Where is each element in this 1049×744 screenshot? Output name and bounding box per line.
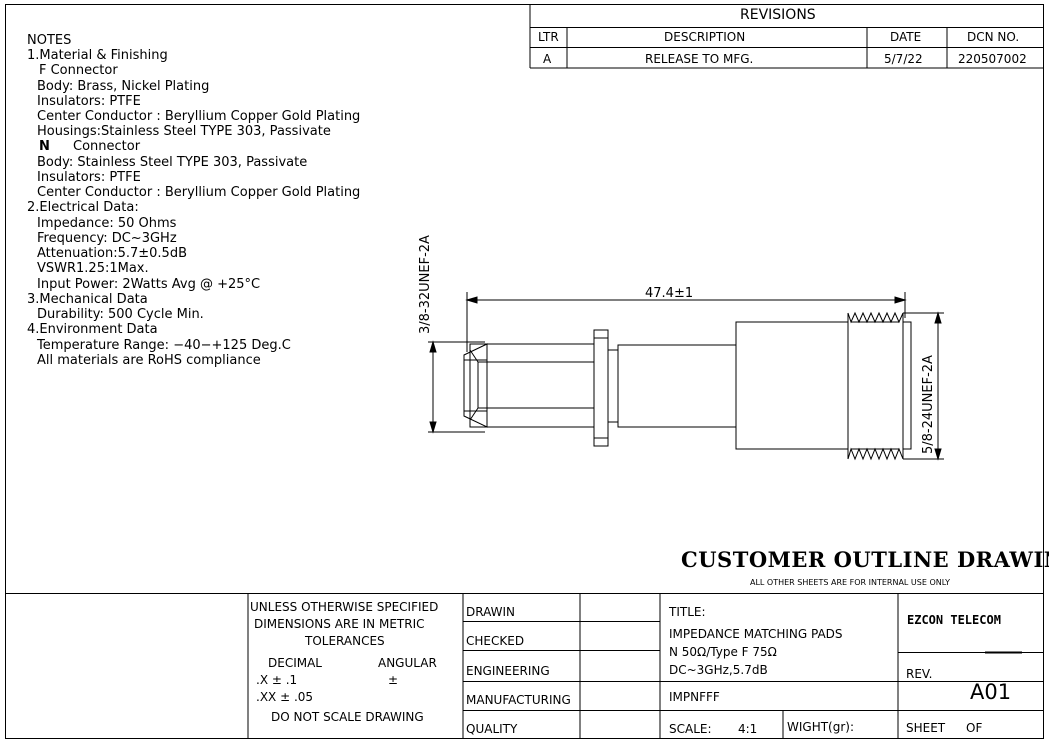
- title-line: IMPEDANCE MATCHING PADS: [669, 627, 843, 641]
- rev-row-dcn: 220507002: [958, 52, 1027, 66]
- note-line: VSWR1.25:1Max.: [37, 261, 149, 276]
- note-line: 4.Environment Data: [27, 322, 158, 337]
- weight-label: WIGHT(gr):: [787, 720, 855, 734]
- rev-row-date: 5/7/22: [884, 52, 923, 66]
- revisions-title: REVISIONS: [740, 7, 816, 23]
- rev-header-date: DATE: [890, 30, 922, 44]
- rev-header-dcn: DCN NO.: [967, 30, 1020, 44]
- role-checked: CHECKED: [466, 634, 525, 648]
- note-line: Insulators: PTFE: [37, 94, 141, 109]
- note-line: Input Power: 2Watts Avg @ +25°C: [37, 277, 261, 292]
- rev-header-description: DESCRIPTION: [664, 30, 746, 44]
- company-name: EZCON TELECOM: [907, 613, 1001, 627]
- scale-label: SCALE:: [669, 722, 712, 736]
- unless-line: DIMENSIONS ARE IN METRIC: [254, 617, 425, 631]
- unless-line: TOLERANCES: [305, 634, 385, 648]
- rev-header-ltr: LTR: [538, 30, 559, 44]
- role-drawin: DRAWIN: [466, 605, 516, 619]
- note-n-letter: N: [39, 139, 50, 154]
- unless-line: UNLESS OTHERWISE SPECIFIED: [250, 600, 439, 614]
- note-line: Impedance: 50 Ohms: [37, 216, 177, 231]
- thread-lines: [847, 311, 904, 461]
- angular-tolerance: ±: [388, 673, 399, 687]
- note-line: Center Conductor : Beryllium Copper Gold…: [37, 109, 361, 124]
- note-line: Temperature Range: −40−+125 Deg.C: [37, 338, 291, 353]
- role-engineering: ENGINEERING: [466, 664, 550, 678]
- note-line: Insulators: PTFE: [37, 170, 141, 185]
- xx-tolerance: .XX ± .05: [256, 690, 314, 704]
- title-label: TITLE:: [669, 605, 706, 619]
- dimension-lines: [428, 292, 944, 461]
- dimension-length-label: 47.4±1: [645, 286, 694, 301]
- rev-row-description: RELEASE TO MFG.: [645, 52, 754, 66]
- part-number: IMPNFFF: [669, 690, 720, 704]
- sheet-label: SHEET: [906, 721, 946, 735]
- angular-label: ANGULAR: [378, 656, 437, 670]
- revisions-table-lines: [529, 4, 1044, 69]
- note-line: F Connector: [39, 63, 118, 78]
- note-line: Connector: [73, 139, 141, 154]
- rev-row-ltr: A: [543, 52, 552, 66]
- note-line: Frequency: DC~3GHz: [37, 231, 177, 246]
- connector-outline: [463, 311, 912, 461]
- role-quality: QUALITY: [466, 722, 518, 736]
- note-line: Center Conductor : Beryllium Copper Gold…: [37, 185, 361, 200]
- drawing-subtitle: ALL OTHER SHEETS ARE FOR INTERNAL USE ON…: [750, 578, 951, 587]
- title-line: DC~3GHz,5.7dB: [669, 663, 768, 677]
- rev-label: REV.: [906, 667, 933, 681]
- role-manufacturing: MANUFACTURING: [466, 693, 571, 707]
- note-line: 2.Electrical Data:: [27, 200, 139, 215]
- note-line: Attenuation:5.7±0.5dB: [37, 246, 187, 261]
- decimal-label: DECIMAL: [268, 656, 322, 670]
- title-block-lines: [5, 593, 1044, 739]
- rev-value: A01: [970, 680, 1012, 704]
- of-label: OF: [966, 721, 983, 735]
- note-line: All materials are RoHS compliance: [37, 353, 261, 368]
- note-line: Housings:Stainless Steel TYPE 303, Passi…: [37, 124, 331, 139]
- x-tolerance: .X ± .1: [256, 673, 298, 687]
- thread-right-label: 5/8-24UNEF-2A: [921, 355, 936, 454]
- note-line: 3.Mechanical Data: [27, 292, 148, 307]
- note-line: Body: Brass, Nickel Plating: [37, 79, 210, 94]
- notes-heading: NOTES: [27, 33, 72, 48]
- note-line: Body: Stainless Steel TYPE 303, Passivat…: [37, 155, 308, 170]
- note-line: Durability: 500 Cycle Min.: [37, 307, 204, 322]
- drawing-title: CUSTOMER OUTLINE DRAWING: [681, 547, 1049, 572]
- scale-value: 4:1: [738, 722, 758, 736]
- do-not-scale: DO NOT SCALE DRAWING: [271, 710, 424, 724]
- note-line: 1.Material & Finishing: [27, 48, 168, 63]
- title-line: N 50Ω/Type F 75Ω: [669, 645, 777, 659]
- thread-left-label: 3/8-32UNEF-2A: [418, 235, 433, 334]
